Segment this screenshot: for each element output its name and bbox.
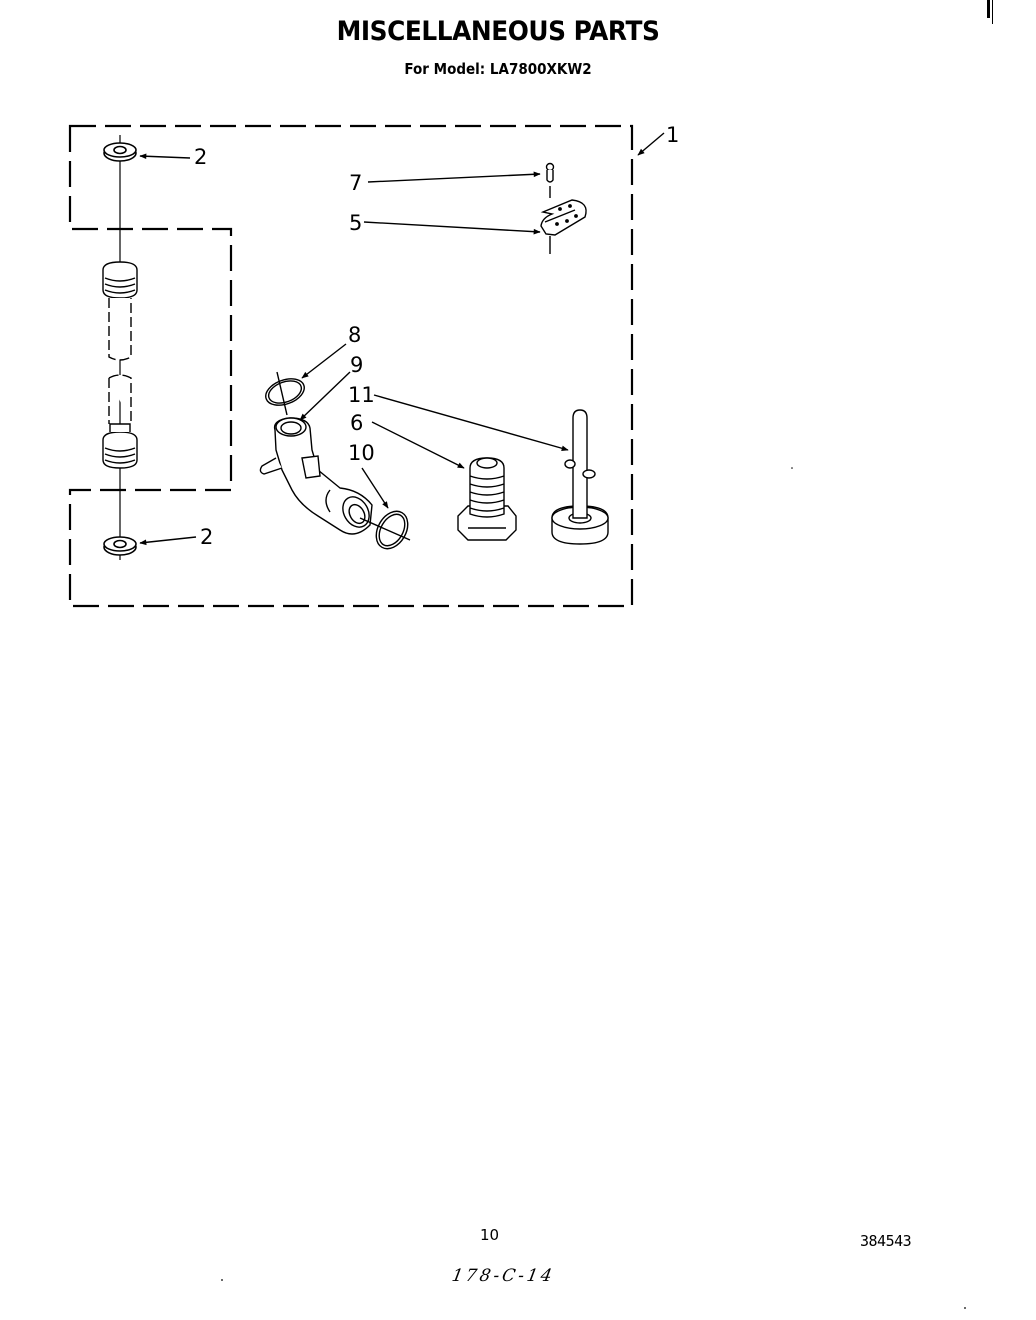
leveling-leg-icon [551, 409, 609, 545]
callout-11-label: 11 [348, 383, 375, 407]
callout-2-bottom-leader [139, 536, 197, 546]
scan-mark [987, 0, 990, 18]
fill-hose-icon [102, 261, 138, 469]
page-number: 10 [480, 1226, 500, 1244]
callout-10-label: 10 [348, 441, 375, 465]
callout-7-label: 7 [349, 171, 362, 195]
callout-5-leader [363, 221, 541, 235]
threaded-fitting-icon [457, 457, 517, 541]
callout-6-leader [371, 421, 465, 469]
callout-9-leader [299, 371, 351, 421]
callout-1-label: 1 [666, 123, 679, 147]
bracket-icon [540, 199, 587, 254]
washer-top-icon [103, 142, 137, 162]
callout-8-leader [301, 343, 347, 379]
handwritten-note: 178-C-14 [450, 1266, 557, 1286]
clamp-lower-icon [359, 510, 411, 550]
scan-mark [992, 0, 993, 24]
callout-7-leader [367, 171, 541, 183]
callout-11-leader [373, 394, 569, 451]
callout-2-bottom-label: 2 [200, 525, 213, 549]
clamp-upper-icon [265, 371, 305, 416]
model-subtitle: For Model: LA7800XKW2 [404, 60, 592, 78]
callout-2-top-leader [139, 153, 191, 160]
callout-6-label: 6 [350, 411, 363, 435]
drain-hose-icon [259, 417, 373, 535]
callout-10-leader [361, 467, 389, 509]
pin-icon [545, 162, 555, 198]
callout-2-top-label: 2 [194, 145, 207, 169]
callout-1-leader [637, 132, 665, 156]
document-number: 384543 [860, 1232, 912, 1250]
page-title: MISCELLANEOUS PARTS [336, 16, 660, 47]
washer-bottom-icon [103, 536, 137, 556]
callout-5-label: 5 [349, 211, 362, 235]
assembly-boundary [68, 124, 634, 608]
callout-8-label: 8 [348, 323, 361, 347]
callout-9-label: 9 [350, 353, 363, 377]
